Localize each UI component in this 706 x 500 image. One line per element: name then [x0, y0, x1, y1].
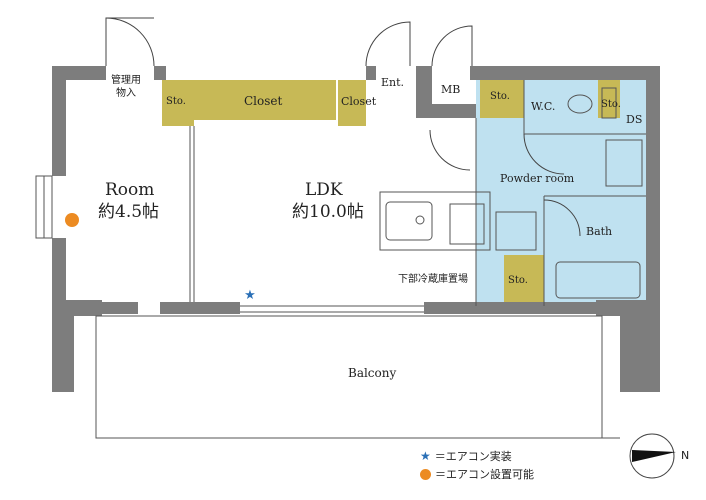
- compass-icon: [629, 433, 676, 479]
- interior-lines: [35, 80, 646, 439]
- legend-ac-installed-text: ＝エアコン実装: [434, 450, 512, 463]
- legend-ac-possible-text: ＝エアコン設置可能: [435, 468, 534, 481]
- ldk-name: LDK: [305, 180, 343, 200]
- ldk-size: 約10.0帖: [292, 202, 364, 222]
- legend-ac-possible: ＝エアコン設置可能: [420, 466, 534, 482]
- sto-left-fill: [162, 80, 194, 126]
- ac-installed-marker: ★: [244, 288, 256, 303]
- room-size: 約4.5帖: [98, 202, 160, 222]
- legend-ac-installed: ★ ＝エアコン実装: [420, 448, 512, 464]
- management-storage-line1: 管理用: [111, 75, 141, 86]
- fridge-space-label: 下部冷蔵庫置場: [398, 274, 468, 285]
- bath-label: Bath: [586, 225, 613, 238]
- ds-label: DS: [626, 113, 643, 126]
- closet-main-fill: [194, 80, 336, 120]
- door-swings: [105, 17, 581, 237]
- management-storage-line2: 物入: [116, 88, 136, 99]
- sto-wc-label: Sto.: [601, 99, 621, 110]
- wc-label: W.C.: [531, 100, 556, 113]
- sto-wc-fill: [598, 80, 620, 118]
- walls: [52, 66, 660, 392]
- closet-right-fill: [338, 80, 366, 126]
- closet-right-label: Closet: [341, 95, 377, 108]
- closet-main-label: Closet: [244, 94, 283, 108]
- sto-kitchen-label: Sto.: [508, 275, 528, 286]
- mb-label: MB: [441, 83, 461, 96]
- entrance-label: Ent.: [381, 76, 405, 89]
- balcony-label: Balcony: [348, 366, 397, 380]
- sto-left-label: Sto.: [166, 96, 186, 107]
- ac-possible-marker: [65, 213, 79, 227]
- sto-bath-fill: [480, 80, 524, 118]
- powder-room-label: Powder room: [500, 172, 575, 185]
- sto-bath-label: Sto.: [490, 91, 510, 102]
- sto-kitchen-fill: [504, 255, 544, 306]
- room-name: Room: [105, 180, 155, 200]
- star-icon: ★: [420, 449, 431, 463]
- orange-dot-icon: [420, 468, 431, 480]
- compass-label: N: [681, 449, 690, 462]
